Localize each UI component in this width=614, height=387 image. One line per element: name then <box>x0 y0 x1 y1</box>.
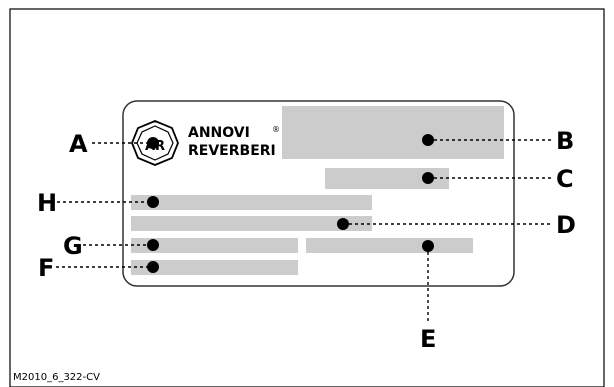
registered-mark: ® <box>272 125 280 134</box>
dot-f <box>147 261 159 273</box>
field-b <box>282 106 504 159</box>
dot-b <box>422 134 434 146</box>
dot-d <box>337 218 349 230</box>
field-c <box>325 168 449 189</box>
annovi-reverberi-logo: AR ANNOVI REVERBERI ® <box>131 120 280 166</box>
logo-emblem-inner <box>136 125 174 161</box>
callout-b: B <box>556 127 574 155</box>
callout-h: H <box>37 189 57 217</box>
callout-g: G <box>63 232 83 260</box>
outer-frame <box>9 8 605 387</box>
figure-reference-code: M2010_6_322-CV <box>13 372 100 383</box>
callout-f: F <box>38 254 54 282</box>
callout-c: C <box>556 165 574 193</box>
dot-g <box>147 239 159 251</box>
field-d <box>131 216 372 231</box>
callout-a: A <box>69 130 88 158</box>
field-f <box>131 260 298 275</box>
dot-h <box>147 196 159 208</box>
anchor-dots <box>147 134 434 273</box>
callout-d: D <box>556 211 576 239</box>
dot-c <box>422 172 434 184</box>
field-g <box>131 238 298 253</box>
field-e <box>306 238 473 253</box>
dot-a <box>147 137 159 149</box>
field-h <box>131 195 372 210</box>
logo-line1: ANNOVI <box>188 125 250 141</box>
leader-lines <box>56 139 552 322</box>
callout-e: E <box>420 325 436 353</box>
dot-e <box>422 240 434 252</box>
logo-line2: REVERBERI <box>188 143 276 159</box>
